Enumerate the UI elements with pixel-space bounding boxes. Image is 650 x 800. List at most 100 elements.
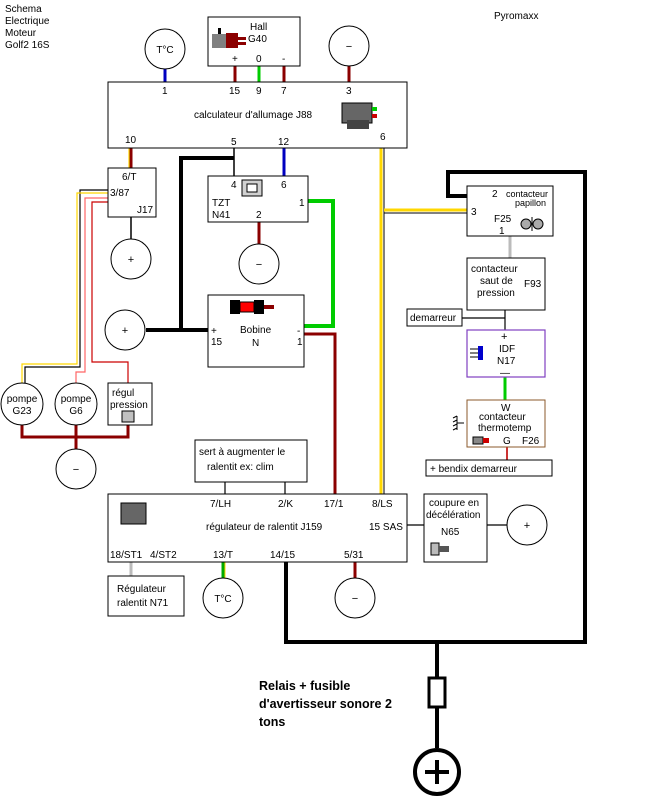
j17-pin-387: 3/87 (110, 188, 130, 199)
j159-label: régulateur de ralentit J159 (206, 522, 323, 533)
pompe-g23-name: pompe (7, 394, 38, 405)
bobine-minus: - (297, 326, 300, 337)
relais-note-line-2: d'avertisseur sonore 2 (259, 697, 392, 711)
j17-box (107, 167, 157, 218)
plus-j17 (110, 238, 152, 280)
f26-line-1: contacteur (479, 412, 526, 423)
j88-module-icon (341, 102, 377, 129)
j159-pin-531: 5/31 (344, 550, 364, 561)
n71-box (107, 575, 185, 617)
f93-box (466, 257, 546, 311)
tzt-name: TZT (212, 198, 230, 209)
j159-pin-1415: 14/15 (270, 550, 295, 561)
j159-pin-4st2: 4/ST2 (150, 550, 177, 561)
j88-pin-15: 15 (229, 86, 241, 97)
j88-pin-10: 10 (125, 135, 137, 146)
pompe-g23 (0, 382, 44, 426)
f26-line-2: thermotemp (478, 423, 532, 434)
bobine-plus: + (211, 326, 217, 337)
n17-minus: — (500, 368, 510, 379)
f93-code: F93 (524, 279, 542, 290)
j17-code: J17 (137, 205, 154, 216)
hall-pin-plus: + (232, 54, 238, 65)
tzt-pin-2: 2 (256, 210, 262, 221)
wire-relais-loop (284, 170, 587, 644)
ground-f26-icon (452, 415, 464, 431)
wire-j17-regul (91, 201, 129, 383)
demarreur-label: demarreur (410, 313, 457, 324)
title-line-1: Schema (5, 4, 42, 15)
demarreur-box (406, 308, 463, 327)
title-line-4: Golf2 16S (5, 40, 50, 51)
title-line-3: Moteur (5, 28, 37, 39)
wire-j17-pompe-g23 (24, 189, 108, 383)
n17-code: N17 (497, 356, 516, 367)
j159-pin-18st1: 18/ST1 (110, 550, 143, 561)
j159-pin-2k: 2/K (278, 499, 293, 510)
f26-sensor-icon (472, 436, 489, 445)
n17-injector-icon (470, 346, 483, 360)
title-line-2: Electrique (5, 16, 50, 27)
n17-plus: + (501, 331, 507, 343)
j159-pin-171: 17/1 (324, 499, 344, 510)
ground-j159-sign: − (352, 593, 358, 605)
plus-n65-sign: + (524, 520, 530, 532)
f25-subtitle: papillon (515, 198, 546, 208)
ground-tzt-sign: − (256, 259, 262, 271)
ground-top-sign: − (346, 41, 352, 53)
temp-sensor-bottom-label: T°C (214, 594, 231, 605)
hall-pin-0: 0 (256, 54, 262, 65)
wires (20, 66, 587, 748)
bobine-coil-icon (230, 300, 274, 314)
n71-line-2: ralentit N71 (117, 598, 169, 609)
j159-pin-8ls: 8/LS (372, 499, 393, 510)
f25-title: contacteur (506, 189, 548, 199)
pompe-g6 (54, 382, 98, 426)
relais-note-line-1: Relais + fusible (259, 679, 350, 693)
j17-pin-6t: 6/T (122, 172, 136, 183)
wire-j17-pompe-g6 (75, 197, 108, 383)
clim-note-box (194, 439, 308, 483)
n65-line-2: décélération (426, 510, 480, 521)
j159-module-icon (120, 502, 147, 525)
f25-code: F25 (494, 214, 512, 225)
clim-note-line-1: sert à augmenter le (199, 447, 286, 458)
j88-label: calculateur d'allumage J88 (194, 110, 313, 121)
f93-line-2: saut de (480, 276, 513, 287)
temp-sensor-top-label: T°C (156, 45, 173, 56)
j88-pin-7: 7 (281, 86, 287, 97)
j88-pin-12: 12 (278, 137, 290, 148)
temp-sensor-bottom (202, 577, 244, 619)
j159-pin-7lh: 7/LH (210, 499, 231, 510)
author-label: Pyromaxx (494, 11, 538, 22)
ground-pompes (55, 448, 97, 490)
f26-pin-w: W (501, 403, 511, 414)
tzt-pin-1: 1 (299, 198, 305, 209)
hall-name: Hall (250, 22, 267, 33)
regul-pression-line-1: régul (112, 388, 134, 399)
j159-box (107, 493, 408, 563)
bobine-name: Bobine (240, 325, 272, 336)
tzt-pin-4: 4 (231, 180, 237, 191)
f25-switch-icon (520, 217, 544, 231)
j88-pin-6: 6 (380, 132, 386, 143)
j88-pin-3: 3 (346, 86, 352, 97)
regul-pression-line-2: pression (110, 400, 148, 411)
bobine-code: N (252, 338, 259, 349)
j88-pin-1: 1 (162, 86, 168, 97)
plus-bobine (104, 309, 146, 351)
plus-n65 (506, 504, 548, 546)
j159-pin-13t: 13/T (213, 550, 233, 561)
f25-pin-1: 1 (499, 226, 505, 237)
j88-pin-9: 9 (256, 86, 262, 97)
plus-bobine-sign: + (122, 325, 128, 337)
f26-code: F26 (522, 436, 540, 447)
wire-bobine-j159 (304, 332, 337, 494)
pompe-g23-code: G23 (13, 406, 32, 417)
fuse-symbol (427, 676, 447, 709)
tzt-pin-6: 6 (281, 180, 287, 191)
ground-pompes-sign: − (73, 464, 79, 476)
j159-pin-15sas: 15 SAS (369, 522, 403, 533)
f93-line-3: pression (477, 288, 515, 299)
